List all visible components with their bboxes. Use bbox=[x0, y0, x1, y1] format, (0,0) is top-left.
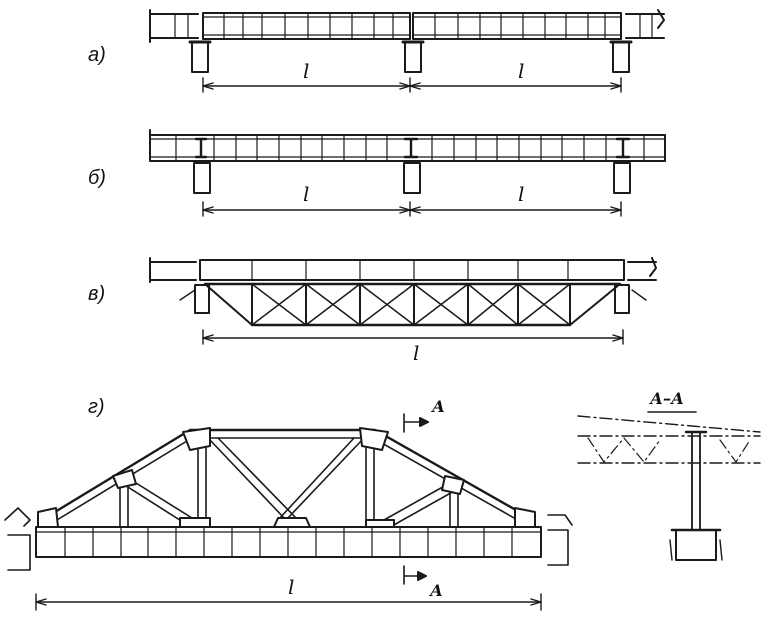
diagram-a bbox=[149, 9, 665, 93]
label-g: г) bbox=[88, 396, 105, 418]
label-v: в) bbox=[88, 283, 106, 305]
cut-letter-top: А bbox=[431, 397, 445, 416]
label-a: а) bbox=[88, 44, 106, 66]
section-title: А–А bbox=[649, 389, 684, 408]
span-label-b2: l bbox=[518, 182, 524, 206]
cut-letter-bottom: А bbox=[429, 581, 443, 600]
span-label-a2: l bbox=[518, 59, 524, 83]
diagram-g bbox=[4, 413, 573, 611]
span-label-g: l bbox=[288, 575, 294, 599]
label-b: б) bbox=[88, 167, 106, 189]
section-a-a bbox=[577, 411, 761, 561]
span-label-b1: l bbox=[303, 182, 309, 206]
diagram-b bbox=[149, 129, 666, 217]
span-label-a1: l bbox=[303, 59, 309, 83]
diagram-v bbox=[149, 257, 657, 345]
span-label-v: l bbox=[413, 341, 419, 365]
